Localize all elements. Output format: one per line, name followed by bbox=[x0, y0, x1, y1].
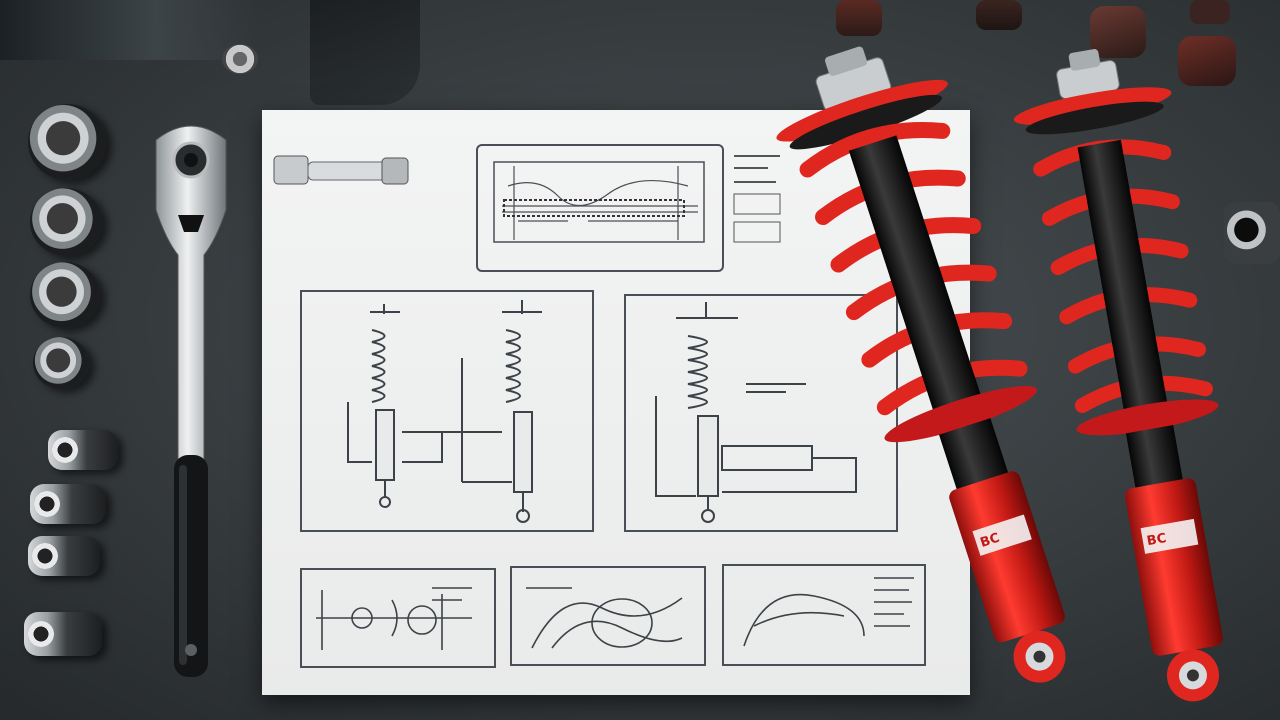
bolt-5 bbox=[1190, 0, 1230, 24]
coilover-right: BC bbox=[1013, 49, 1223, 702]
socket-small-2 bbox=[30, 484, 106, 524]
detail-panel-3 bbox=[722, 564, 926, 666]
socket-large-2 bbox=[30, 188, 102, 256]
socket-large-1 bbox=[28, 104, 106, 180]
socket-medium bbox=[33, 337, 89, 389]
ratchet-wrench bbox=[155, 125, 227, 677]
detail-panel-2 bbox=[510, 566, 706, 666]
blueprint-sheet bbox=[262, 110, 970, 695]
schematic-shocks-left bbox=[300, 290, 594, 532]
bolt-4 bbox=[1178, 36, 1236, 86]
socket-small-1 bbox=[48, 430, 118, 470]
bolt-2 bbox=[976, 0, 1022, 30]
socket-small-4 bbox=[24, 612, 102, 656]
schematic-top bbox=[476, 144, 724, 272]
legend-lines bbox=[733, 155, 781, 243]
bolt-3 bbox=[1090, 6, 1146, 58]
coilover-left: BC bbox=[776, 46, 1066, 683]
socket-large-3 bbox=[30, 262, 100, 328]
schematic-shock-right bbox=[624, 294, 898, 532]
top-center-cable bbox=[310, 0, 420, 105]
bolt-1 bbox=[836, 0, 882, 36]
socket-small-3 bbox=[28, 536, 100, 576]
shock-left-badge: BC bbox=[978, 531, 1001, 551]
bolt-drawing bbox=[273, 155, 409, 185]
nut-right bbox=[1224, 202, 1280, 264]
detail-panel-1 bbox=[300, 568, 496, 668]
shock-right-badge: BC bbox=[1146, 531, 1168, 549]
top-left-gear bbox=[0, 0, 260, 60]
top-left-nut bbox=[222, 44, 258, 74]
